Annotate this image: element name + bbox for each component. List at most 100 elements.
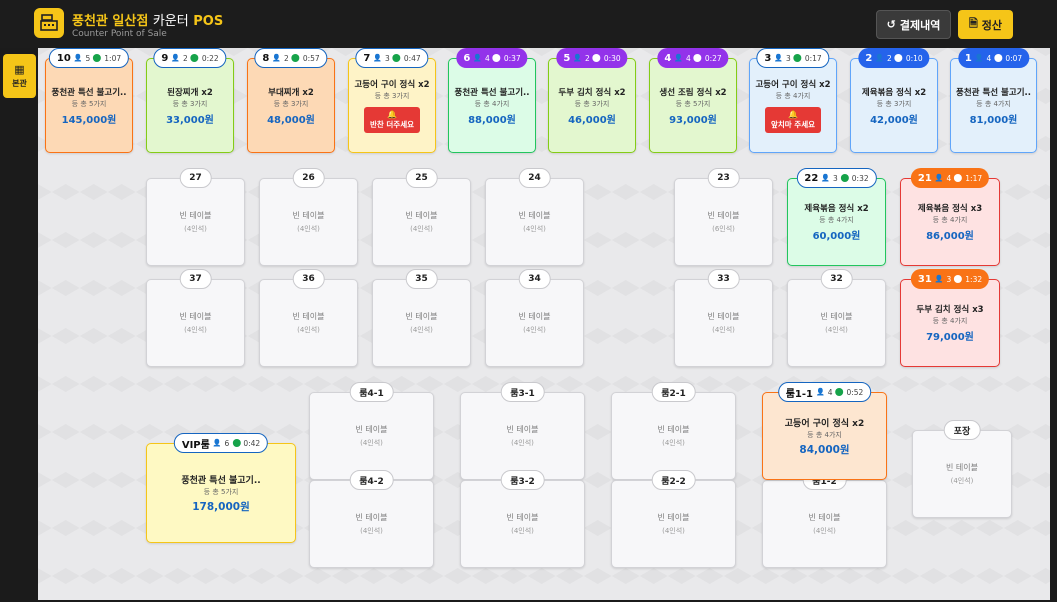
table-body: 빈 테이블(4인석) [486, 179, 583, 265]
order-count: 등 총 4가지 [819, 216, 854, 224]
table-r21[interactable]: 빈 테이블(4인석)룸2-1 [611, 382, 736, 480]
table-number-badge: 32 [820, 269, 853, 289]
empty-label: 빈 테이블 [405, 312, 438, 321]
order-total: 79,000원 [926, 332, 974, 343]
table-t35[interactable]: 빈 테이블 (4인석) 35 [372, 269, 471, 367]
order-menu: 부대찌개 x2 [268, 87, 314, 98]
order-menu: 풍천관 특선 불고기.. [956, 87, 1031, 98]
table-t25[interactable]: 빈 테이블(4인석)25 [372, 168, 471, 266]
table-t32[interactable]: 빈 테이블(4인석)32 [787, 269, 886, 367]
table-number: VIP룸 [181, 439, 210, 451]
table-number: 3 [764, 52, 772, 64]
order-count: 등 총 3가지 [374, 92, 410, 100]
payment-history-button[interactable]: ↺ 결제내역 [876, 10, 951, 39]
table-number-badge: 35 [405, 269, 438, 289]
person-icon: 👤 [573, 54, 583, 62]
seat-capacity: (4인석) [410, 225, 433, 233]
order-total: 84,000원 [799, 443, 850, 456]
table-body: 빈 테이블(4인석) [147, 280, 244, 366]
order-count: 등 총 5가지 [203, 487, 239, 496]
table-r12[interactable]: 빈 테이블(4인석)룸1-2 [762, 470, 887, 568]
table-number-badge: 37 [179, 269, 212, 289]
table-r41[interactable]: 빈 테이블(4인석)룸4-1 [309, 382, 434, 480]
request-alert[interactable]: 🔔앞치마 주세요 [764, 107, 821, 133]
seat-capacity: (4인석) [410, 326, 433, 334]
table-body: 빈 테이블(4인석) [612, 481, 735, 567]
table-t37[interactable]: 빈 테이블(4인석)37 [146, 269, 245, 367]
order-menu: 두부 김치 정식 x3 [916, 305, 984, 315]
table-r42[interactable]: 빈 테이블(4인석)룸4-2 [309, 470, 434, 568]
table-takeout[interactable]: 빈 테이블(4인석)포장 [912, 420, 1012, 518]
order-menu: 고등어 구이 정식 x2 [784, 418, 865, 429]
empty-label: 빈 테이블 [657, 513, 690, 522]
settle-button[interactable]: 🗎 정산 [958, 10, 1013, 39]
table-body: 빈 테이블(4인석) [675, 280, 772, 366]
empty-label: 빈 테이블 [518, 312, 551, 321]
table-t24[interactable]: 빈 테이블(4인석)24 [485, 168, 584, 266]
clock-icon [693, 54, 702, 62]
elapsed-time: 0:22 [201, 53, 219, 63]
guest-count: 3 [946, 274, 952, 284]
table-number-badge: 36 [292, 269, 325, 289]
order-count: 등 총 4가지 [775, 92, 811, 100]
table-body: 빈 테이블(4인석) [788, 280, 885, 366]
seat-capacity: (6인석) [712, 225, 735, 233]
table-t27[interactable]: 빈 테이블(4인석)27 [146, 168, 245, 266]
empty-label: 빈 테이블 [657, 425, 690, 434]
sidebar-tab-main-hall[interactable]: ▦ 본관 [3, 54, 36, 98]
table-t33[interactable]: 빈 테이블(4인석)33 [674, 269, 773, 367]
table-number-badge: 25 [405, 168, 438, 188]
table-number: 5 [563, 52, 571, 64]
order-count: 등 총 4가지 [807, 430, 842, 439]
order-count: 등 총 4가지 [932, 216, 968, 224]
table-t23[interactable]: 빈 테이블(6인석)23 [674, 168, 773, 266]
empty-label: 빈 테이블 [808, 513, 841, 522]
order-total: 178,000원 [192, 500, 250, 513]
table-number-badge: 룸3-2 [500, 470, 545, 490]
table-r22[interactable]: 빈 테이블(4인석)룸2-2 [611, 470, 736, 568]
elapsed-time: 0:17 [804, 53, 822, 63]
table-t34[interactable]: 빈 테이블(4인석)34 [485, 269, 584, 367]
table-body: 빈 테이블(4인석) [260, 179, 357, 265]
seat-capacity: (4인석) [297, 326, 320, 334]
seat-capacity: (4인석) [950, 477, 974, 485]
request-alert[interactable]: 🔔반찬 더주세요 [363, 107, 420, 133]
guest-count: 2 [183, 53, 188, 63]
clock-icon [994, 54, 1003, 62]
table-number-badge: 룸2-2 [651, 470, 696, 490]
table-number: 7 [363, 52, 371, 64]
scrollbar[interactable] [1050, 48, 1057, 600]
order-total: 93,000원 [669, 114, 717, 126]
person-icon: 👤 [815, 388, 825, 396]
table-t36[interactable]: 빈 테이블(4인석)36 [259, 269, 358, 367]
table-number-badge: 26 [292, 168, 325, 188]
order-total: 88,000원 [468, 114, 516, 126]
table-t26[interactable]: 빈 테이블(4인석)26 [259, 168, 358, 266]
guest-count: 3 [786, 53, 791, 63]
table-r31[interactable]: 빈 테이블(4인석)룸3-1 [460, 382, 585, 480]
guest-count: 6 [224, 438, 230, 448]
table-number: 10 [56, 52, 71, 64]
table-r32[interactable]: 빈 테이블(4인석)룸3-2 [460, 470, 585, 568]
bell-icon: 🔔 [788, 110, 798, 119]
